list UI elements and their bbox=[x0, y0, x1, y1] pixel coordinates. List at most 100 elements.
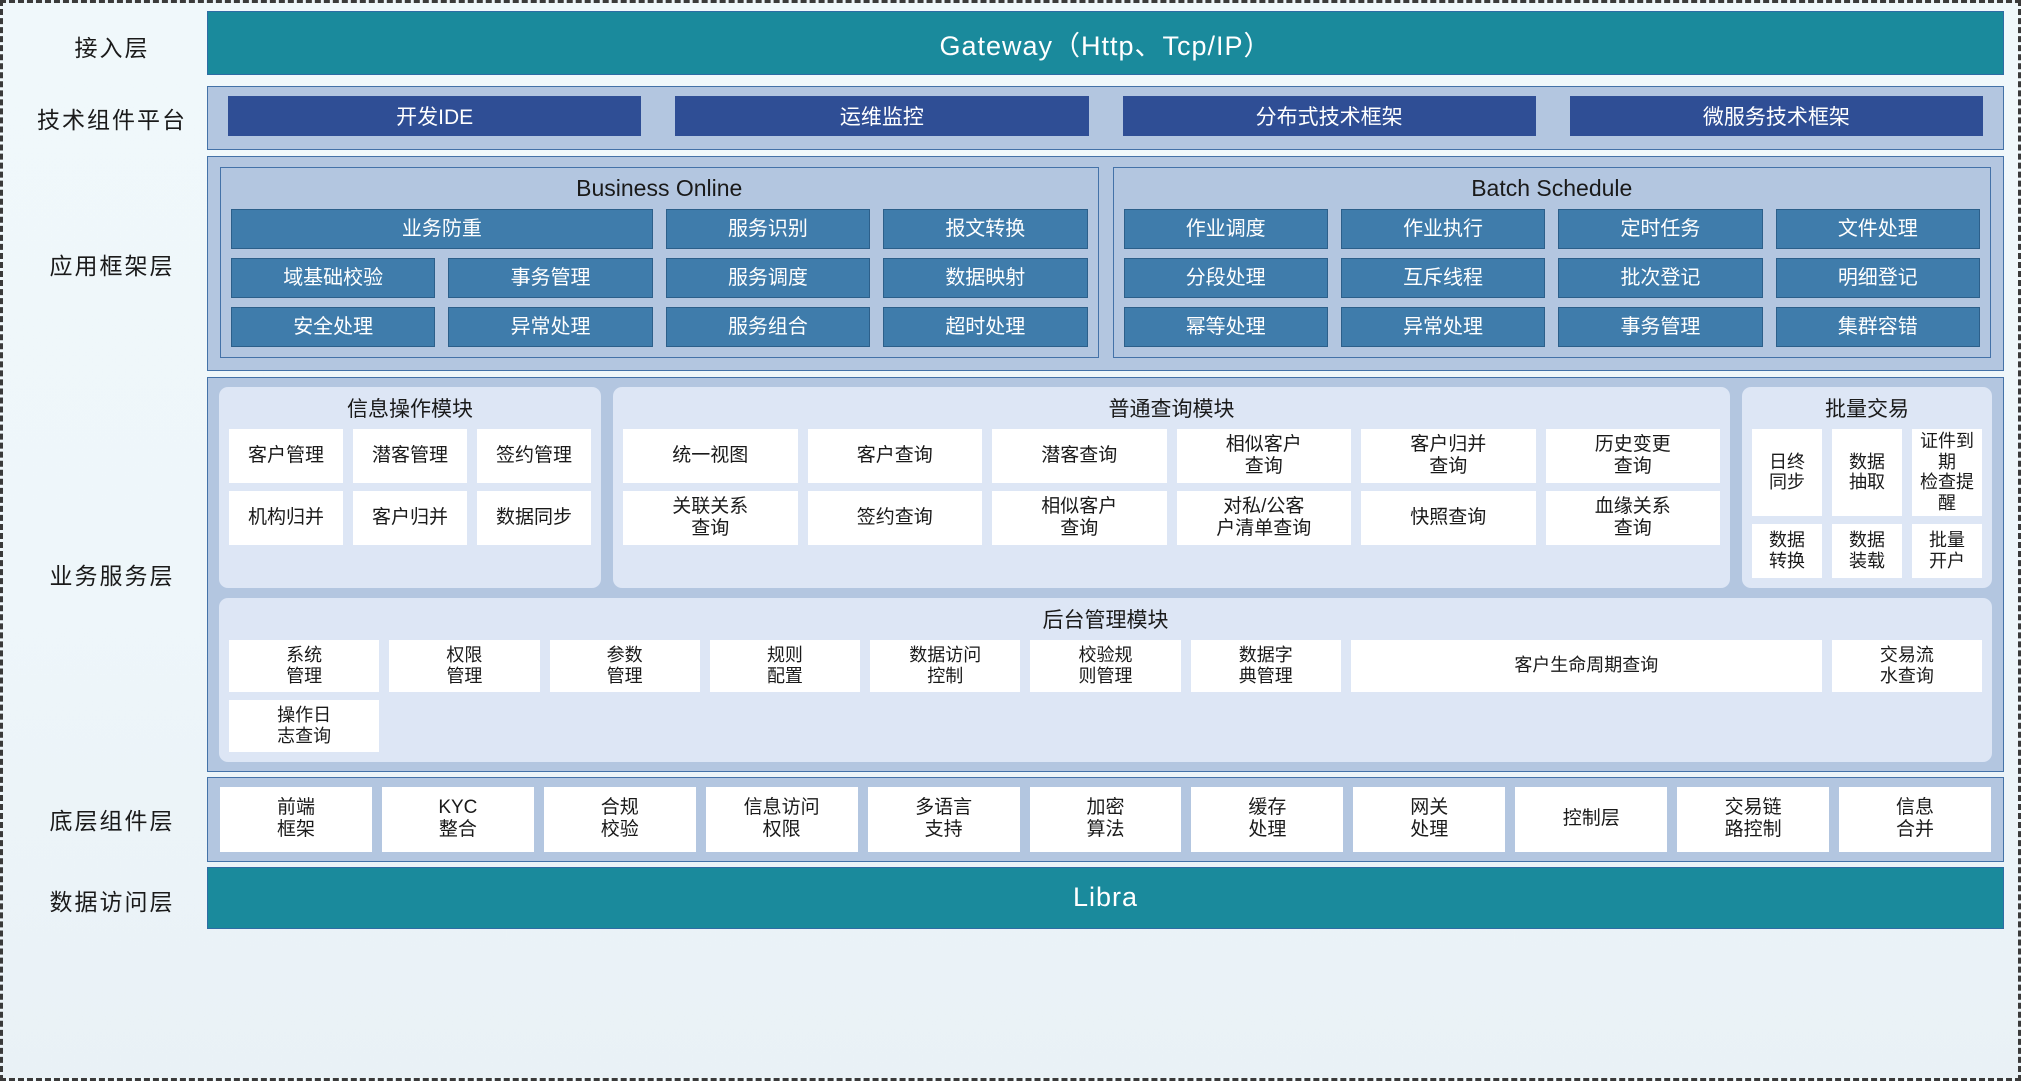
fw-cell-bo-2[interactable]: 报文转换 bbox=[883, 209, 1088, 249]
app-framework-panel: Business Online 业务防重 服务识别 报文转换 域基础校验 事务管… bbox=[207, 156, 2004, 371]
module-title-common-query: 普通查询模块 bbox=[1108, 398, 1235, 421]
fw-cell-bo-1[interactable]: 服务识别 bbox=[665, 209, 871, 249]
cell-admin-3[interactable]: 规则配置 bbox=[709, 639, 861, 692]
cell-info-5[interactable]: 数据同步 bbox=[477, 491, 591, 545]
gateway-bar[interactable]: Gateway（Http、Tcp/IP） bbox=[207, 11, 2004, 75]
cell-base-6[interactable]: 缓存处理 bbox=[1191, 786, 1344, 852]
cell-admin-2[interactable]: 参数管理 bbox=[549, 639, 700, 692]
cell-admin-lifecycle[interactable]: 客户生命周期查询 bbox=[1350, 639, 1822, 692]
fw-cell-bo-3[interactable]: 域基础校验 bbox=[231, 258, 436, 298]
cell-admin-9[interactable]: 操作日志查询 bbox=[229, 699, 380, 752]
cell-base-5[interactable]: 加密算法 bbox=[1029, 786, 1182, 852]
fw-cell-bs-0[interactable]: 作业调度 bbox=[1123, 209, 1328, 249]
fw-cell-bs-8[interactable]: 幂等处理 bbox=[1123, 307, 1328, 347]
cell-batch-4[interactable]: 数据装载 bbox=[1832, 523, 1902, 578]
cell-batch-3[interactable]: 数据转换 bbox=[1752, 523, 1822, 578]
fw-cell-bo-10[interactable]: 超时处理 bbox=[883, 307, 1088, 347]
cell-admin-0[interactable]: 系统管理 bbox=[229, 639, 380, 692]
cell-admin-1[interactable]: 权限管理 bbox=[389, 639, 540, 692]
access-layer-body: Gateway（Http、Tcp/IP） bbox=[207, 11, 2004, 81]
tech-chip-ops[interactable]: 运维监控 bbox=[675, 96, 1089, 136]
fw-cell-bs-11[interactable]: 集群容错 bbox=[1775, 307, 1980, 347]
cell-info-2[interactable]: 签约管理 bbox=[477, 429, 591, 483]
layer-label-access: 接入层 bbox=[74, 35, 150, 61]
cell-query-2[interactable]: 潜客查询 bbox=[992, 429, 1167, 483]
cell-query-6[interactable]: 关联关系查询 bbox=[623, 491, 798, 545]
cell-query-9[interactable]: 对私/公客户清单查询 bbox=[1176, 491, 1351, 545]
module-grid-common-query: 统一视图 客户查询 潜客查询 相似客户查询 客户归并查询 历史变更查询 关联关系… bbox=[623, 429, 1720, 545]
fw-cell-bo-5[interactable]: 服务调度 bbox=[665, 258, 871, 298]
fw-cell-bo-0[interactable]: 业务防重 bbox=[231, 209, 653, 249]
cell-admin-5[interactable]: 校验规则管理 bbox=[1030, 639, 1181, 692]
cell-query-10[interactable]: 快照查询 bbox=[1361, 491, 1536, 545]
fw-cell-bs-2[interactable]: 定时任务 bbox=[1558, 209, 1763, 249]
fw-cell-bo-4[interactable]: 事务管理 bbox=[448, 258, 653, 298]
layer-tech: 技术组件平台 开发IDE 运维监控 分布式技术框架 微服务技术框架 bbox=[17, 86, 2004, 150]
fw-cell-bs-1[interactable]: 作业执行 bbox=[1340, 209, 1546, 249]
cell-admin-6[interactable]: 数据字典管理 bbox=[1190, 639, 1341, 692]
module-title-info-ops: 信息操作模块 bbox=[347, 398, 473, 421]
module-grid-batch-trade: 日终同步 数据抽取 证件到期检查提醒 数据转换 数据装载 批量开户 bbox=[1752, 429, 1982, 578]
cell-query-8[interactable]: 相似客户查询 bbox=[992, 491, 1167, 545]
fw-cell-bo-8[interactable]: 异常处理 bbox=[448, 307, 653, 347]
fw-cell-bo-6[interactable]: 数据映射 bbox=[883, 258, 1088, 298]
cell-base-3[interactable]: 信息访问权限 bbox=[705, 786, 858, 852]
cell-info-0[interactable]: 客户管理 bbox=[229, 429, 343, 483]
cell-info-4[interactable]: 客户归并 bbox=[353, 491, 467, 545]
cell-batch-1[interactable]: 数据抽取 bbox=[1832, 429, 1902, 516]
cell-query-11[interactable]: 血缘关系查询 bbox=[1545, 491, 1720, 545]
cell-query-1[interactable]: 客户查询 bbox=[807, 429, 982, 483]
fw-cell-bo-7[interactable]: 安全处理 bbox=[231, 307, 436, 347]
app-framework-body: Business Online 业务防重 服务识别 报文转换 域基础校验 事务管… bbox=[207, 156, 2004, 371]
fw-cell-bs-7[interactable]: 明细登记 bbox=[1775, 258, 1980, 298]
cell-base-4[interactable]: 多语言支持 bbox=[867, 786, 1020, 852]
cell-admin-4[interactable]: 数据访问控制 bbox=[870, 639, 1021, 692]
cell-base-9[interactable]: 交易链路控制 bbox=[1677, 786, 1830, 852]
layer-label-business: 业务服务层 bbox=[49, 563, 175, 590]
group-batch-schedule: Batch Schedule 作业调度 作业执行 定时任务 文件处理 分段处理 … bbox=[1112, 167, 1991, 358]
fw-cell-bs-9[interactable]: 异常处理 bbox=[1340, 307, 1546, 347]
cell-base-0[interactable]: 前端框架 bbox=[220, 786, 372, 852]
libra-bar[interactable]: Libra bbox=[207, 866, 2004, 929]
business-service-modules: 信息操作模块 客户管理 潜客管理 签约管理 机构归并 客户归并 数据同步 普通查… bbox=[219, 387, 1992, 588]
fw-cell-bs-10[interactable]: 事务管理 bbox=[1558, 307, 1763, 347]
cell-batch-2[interactable]: 证件到期检查提醒 bbox=[1912, 429, 1982, 516]
cell-base-7[interactable]: 网关处理 bbox=[1353, 786, 1506, 852]
tech-platform-body: 开发IDE 运维监控 分布式技术框架 微服务技术框架 bbox=[207, 86, 2004, 150]
module-batch-trade: 批量交易 日终同步 数据抽取 证件到期检查提醒 数据转换 数据装载 批量开户 bbox=[1742, 387, 1992, 588]
tech-platform-panel: 开发IDE 运维监控 分布式技术框架 微服务技术框架 bbox=[207, 86, 2004, 150]
cell-query-5[interactable]: 历史变更查询 bbox=[1545, 429, 1720, 483]
fw-cell-bs-3[interactable]: 文件处理 bbox=[1775, 209, 1980, 249]
module-info-ops: 信息操作模块 客户管理 潜客管理 签约管理 机构归并 客户归并 数据同步 bbox=[219, 387, 601, 588]
module-title-admin: 后台管理模块 bbox=[1042, 608, 1169, 632]
cell-base-2[interactable]: 合规校验 bbox=[543, 786, 696, 852]
cell-base-8[interactable]: 控制层 bbox=[1515, 786, 1668, 852]
module-grid-info-ops: 客户管理 潜客管理 签约管理 机构归并 客户归并 数据同步 bbox=[229, 429, 591, 545]
layer-label-data: 数据访问层 bbox=[49, 888, 175, 915]
cell-query-4[interactable]: 客户归并查询 bbox=[1361, 429, 1536, 483]
cell-query-3[interactable]: 相似客户查询 bbox=[1176, 429, 1351, 483]
fw-cell-bo-9[interactable]: 服务组合 bbox=[665, 307, 871, 347]
cell-batch-5[interactable]: 批量开户 bbox=[1912, 523, 1982, 578]
cell-info-1[interactable]: 潜客管理 bbox=[353, 429, 467, 483]
fw-cell-bs-5[interactable]: 互斥线程 bbox=[1340, 258, 1546, 298]
cell-info-3[interactable]: 机构归并 bbox=[229, 491, 343, 545]
tech-chip-ide[interactable]: 开发IDE bbox=[228, 96, 642, 136]
layer-label-base: 底层组件层 bbox=[49, 808, 175, 835]
app-framework-groups: Business Online 业务防重 服务识别 报文转换 域基础校验 事务管… bbox=[208, 157, 2003, 368]
cell-base-10[interactable]: 信息合并 bbox=[1839, 786, 1991, 852]
cell-query-0[interactable]: 统一视图 bbox=[623, 429, 798, 483]
group-grid-batch-schedule: 作业调度 作业执行 定时任务 文件处理 分段处理 互斥线程 批次登记 明细登记 … bbox=[1123, 209, 1980, 347]
cell-admin-8[interactable]: 交易流水查询 bbox=[1831, 639, 1982, 692]
fw-cell-bs-6[interactable]: 批次登记 bbox=[1558, 258, 1763, 298]
module-common-query: 普通查询模块 统一视图 客户查询 潜客查询 相似客户查询 客户归并查询 历史变更… bbox=[613, 387, 1730, 588]
tech-chip-distributed[interactable]: 分布式技术框架 bbox=[1122, 96, 1536, 136]
cell-batch-0[interactable]: 日终同步 bbox=[1752, 429, 1822, 516]
cell-query-7[interactable]: 签约查询 bbox=[807, 491, 982, 545]
group-title-batch-schedule: Batch Schedule bbox=[1471, 175, 1633, 201]
group-business-online: Business Online 业务防重 服务识别 报文转换 域基础校验 事务管… bbox=[220, 167, 1099, 358]
tech-chip-microservice[interactable]: 微服务技术框架 bbox=[1569, 96, 1983, 136]
fw-cell-bs-4[interactable]: 分段处理 bbox=[1123, 258, 1328, 298]
